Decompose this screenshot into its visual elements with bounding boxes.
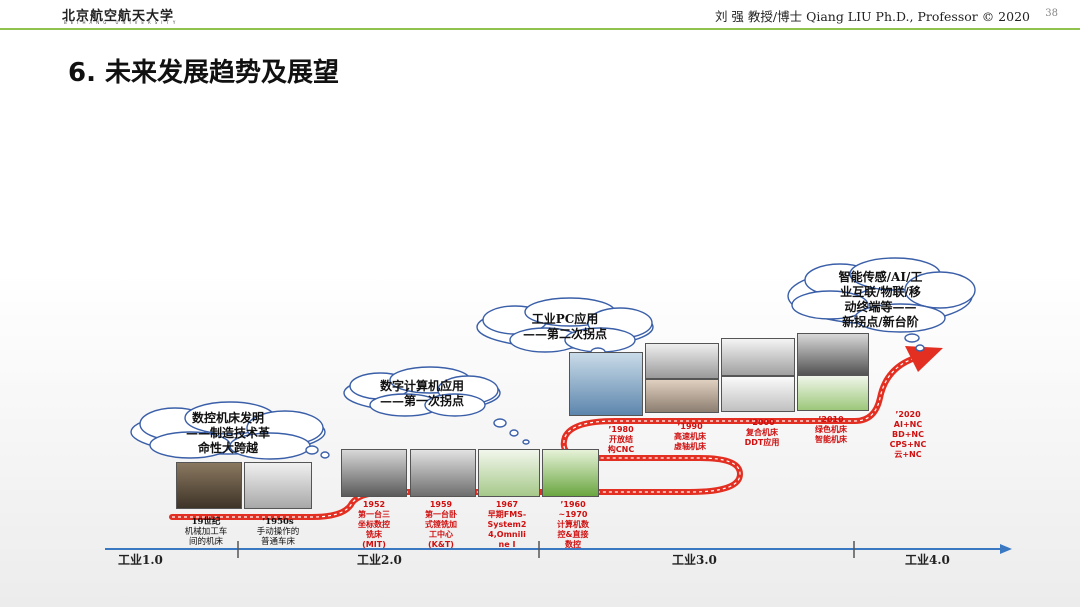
university-logo: 北京航空航天大学: [62, 9, 175, 24]
header-divider: [0, 28, 1080, 30]
slide-header: 北京航空航天大学 BEIHANG UNIVERSITY 刘 强 教授/博士 Qi…: [0, 0, 1080, 30]
slide-title: 6. 未来发展趋势及展望: [68, 58, 340, 88]
cloud-text-1: 数控机床发明——制造技术革命性大跨越: [185, 411, 270, 455]
image-fms-system: [478, 449, 540, 497]
milestone-19th-century: 19世纪机械加工车间的机床: [184, 517, 228, 547]
image-machining-center: [410, 449, 476, 497]
era-label-4: 工业4.0: [905, 553, 950, 567]
cloud-text-4: 智能传感/AI/工业互联/物联/移动终端等——新拐点/新台阶: [838, 270, 923, 329]
image-smart-machine-2: [797, 375, 869, 411]
evolution-path: [169, 355, 918, 520]
cloud-2: [343, 366, 530, 445]
image-compound-machine-1: [721, 338, 795, 376]
university-logo-sub: BEIHANG UNIVERSITY: [64, 20, 180, 25]
image-mit-nc-mill: [341, 449, 407, 497]
image-industrial-pc: [569, 352, 643, 416]
author-credit: 刘 强 教授/博士 Qiang LIU Ph.D., Professor © 2…: [714, 9, 1030, 24]
cloud-1: [130, 401, 330, 460]
cloud-3: [476, 297, 654, 366]
era-label-2: 工业2.0: [357, 553, 402, 567]
era-label-3: 工业3.0: [672, 553, 717, 567]
cloud-text-2: 数字计算机应用——第一次拐点: [379, 379, 464, 408]
image-19th-century-workshop: [176, 462, 242, 509]
page-number: 38: [1045, 8, 1058, 19]
timeline-arrow: [1000, 544, 1012, 554]
image-high-speed-machine-2: [645, 379, 719, 413]
image-compound-machine-2: [721, 376, 795, 412]
path-arrowhead: [905, 346, 943, 372]
cloud-4: [787, 257, 976, 352]
era-label-1: 工业1.0: [118, 553, 163, 567]
image-cnc-mill-green: [542, 449, 599, 497]
cloud-text-3: 工业PC应用——第二次拐点: [522, 312, 607, 341]
image-high-speed-machine-1: [645, 343, 719, 379]
image-smart-machine-1: [797, 333, 869, 375]
image-manual-lathe: [244, 462, 312, 509]
